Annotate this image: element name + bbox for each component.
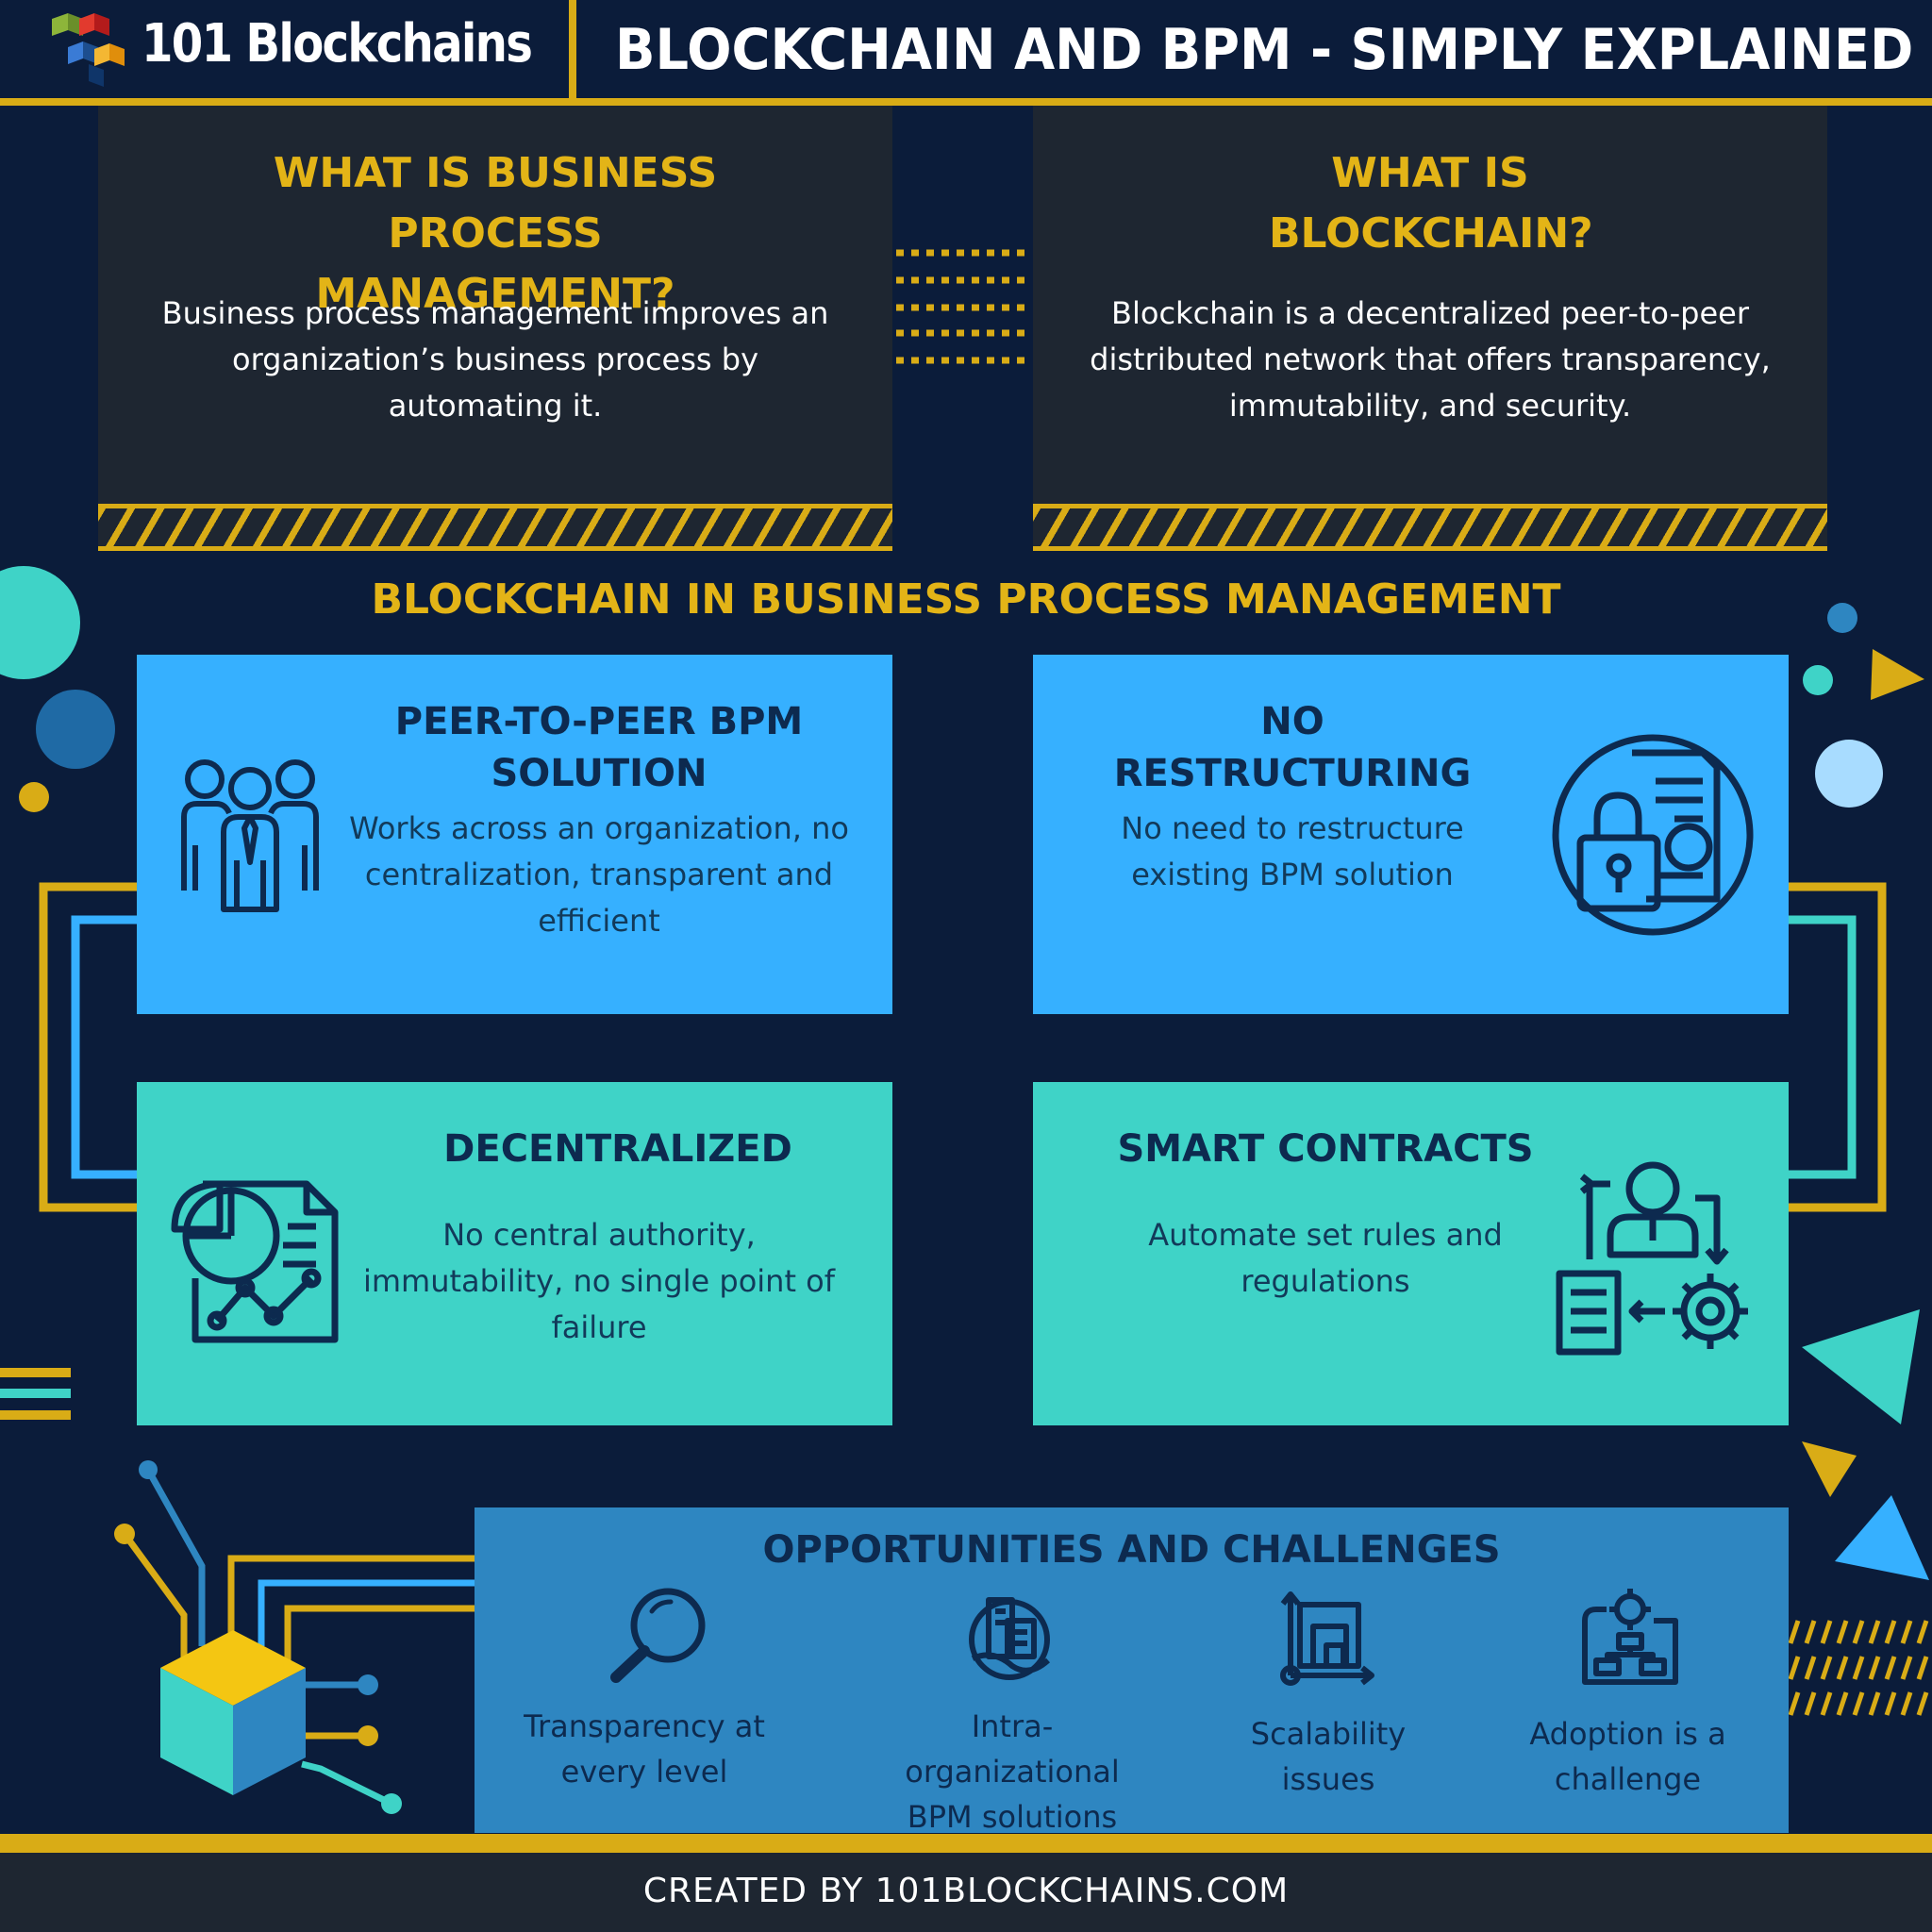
card-decentralized: DECENTRALIZED No central authority, immu… xyxy=(137,1082,892,1425)
card-text: No central authority, immutability, no s… xyxy=(362,1217,836,1345)
card-no-restructuring: NO RESTRUCTURING No need to restructure … xyxy=(1033,655,1789,1014)
card-peer-to-peer: PEER-TO-PEER BPM SOLUTION Works across a… xyxy=(137,655,892,1014)
team-icon xyxy=(181,759,319,912)
card-title: NO RESTRUCTURING xyxy=(1113,700,1472,795)
hazard-stripe-right xyxy=(1033,504,1827,551)
page-title: BLOCKCHAIN AND BPM - SIMPLY EXPLAINED xyxy=(615,17,1914,83)
card-text: No need to restructure existing BPM solu… xyxy=(1121,810,1464,892)
opportunity-label: Transparency at every level xyxy=(524,1708,765,1790)
opportunity-label: Adoption is a challenge xyxy=(1529,1716,1726,1797)
header-divider xyxy=(569,0,576,98)
footer-credit[interactable]: CREATED BY 101BLOCKCHAINS.COM xyxy=(642,1872,1290,1910)
blockchain-definition-title: WHAT IS BLOCKCHAIN? xyxy=(1269,149,1593,258)
header-underline xyxy=(0,98,1932,106)
header-bar xyxy=(0,0,1932,104)
magnifier-icon xyxy=(610,1588,706,1683)
opportunities-title: OPPORTUNITIES AND CHALLENGES xyxy=(762,1528,1501,1572)
card-text: Works across an organization, no central… xyxy=(349,810,849,939)
blockchain-definition-text: Blockchain is a decentralized peer-to-pe… xyxy=(1090,295,1771,424)
bpm-definition-title: WHAT IS BUSINESS PROCESS MANAGEMENT? xyxy=(273,149,718,318)
footer: CREATED BY 101BLOCKCHAINS.COM xyxy=(0,1834,1932,1932)
hazard-stripe-left xyxy=(98,504,892,551)
card-title: SMART CONTRACTS xyxy=(1117,1127,1534,1171)
section-title: BLOCKCHAIN IN BUSINESS PROCESS MANAGEMEN… xyxy=(371,575,1561,624)
opportunities-panel: OPPORTUNITIES AND CHALLENGES Transparenc… xyxy=(475,1507,1789,1835)
cube-icon xyxy=(160,1630,306,1795)
secure-document-icon xyxy=(1552,734,1754,936)
blueprint-gear-icon xyxy=(1582,1589,1678,1685)
opportunity-label: Scalability issues xyxy=(1250,1716,1407,1797)
card-text: Automate set rules and regulations xyxy=(1148,1217,1503,1299)
card-title: PEER-TO-PEER BPM SOLUTION xyxy=(394,700,804,795)
bpm-definition-text: Business process management improves an … xyxy=(161,295,829,424)
opportunity-label: Intra-organizational BPM solutions xyxy=(905,1708,1120,1835)
blockchain-definition-panel: WHAT IS BLOCKCHAIN? Blockchain is a dece… xyxy=(1033,106,1827,551)
report-chart-icon xyxy=(171,1180,339,1343)
logo-icon xyxy=(52,13,125,87)
card-title: DECENTRALIZED xyxy=(443,1127,792,1171)
automation-gear-icon xyxy=(1556,1161,1748,1356)
bpm-definition-panel: WHAT IS BUSINESS PROCESS MANAGEMENT? Bus… xyxy=(98,106,892,551)
buildings-icon xyxy=(969,1597,1051,1680)
card-smart-contracts: SMART CONTRACTS Automate set rules and r… xyxy=(1033,1082,1789,1425)
logo-text[interactable]: 101 Blockchains xyxy=(142,13,533,75)
scaling-icon xyxy=(1280,1591,1374,1686)
